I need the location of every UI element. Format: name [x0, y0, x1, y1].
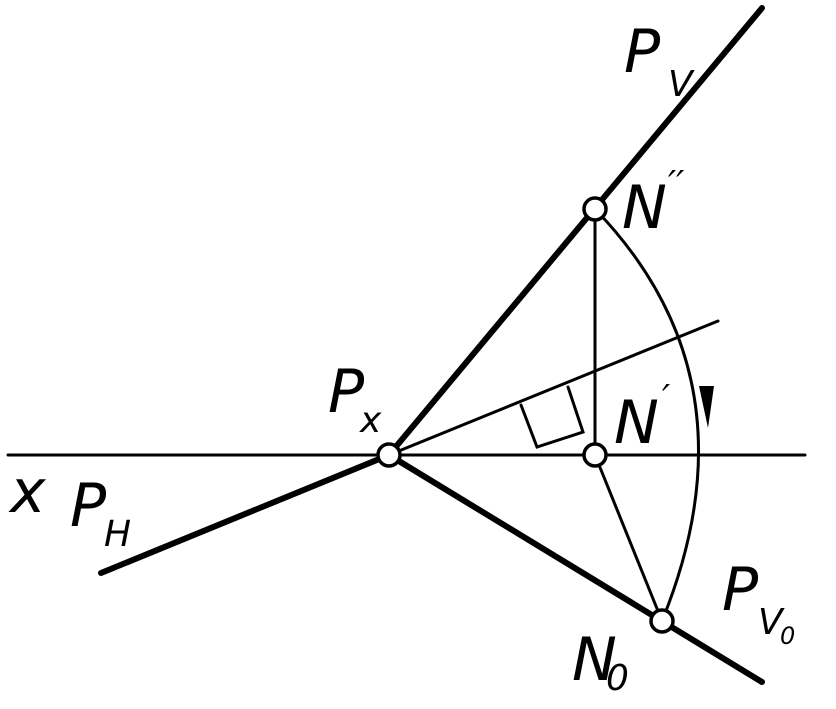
label-ph: P H	[70, 471, 131, 555]
label-ph-main: P	[70, 471, 107, 541]
pv0-trace-line	[386, 452, 765, 685]
right-angle-marker	[519, 385, 585, 449]
label-pv0-subsub: 0	[780, 622, 795, 650]
point-n-double-prime	[582, 196, 608, 222]
rotation-arc	[593, 207, 700, 623]
label-n0: N 0	[572, 625, 629, 699]
label-px: P x	[328, 357, 382, 441]
label-px-sub: x	[359, 400, 382, 441]
point-n-prime	[582, 442, 608, 468]
label-n1-main: N	[614, 388, 659, 458]
label-n0-main: N	[572, 625, 617, 695]
label-pv0-main: P	[722, 555, 759, 625]
label-pv-main: P	[624, 17, 661, 87]
label-x-axis-text: x	[8, 457, 46, 527]
label-n1-prime: ′	[662, 378, 670, 419]
label-n0-sub: 0	[606, 658, 629, 699]
ph-trace-extension	[387, 319, 720, 457]
label-pv: P V	[624, 17, 695, 105]
arc-arrowhead-icon	[699, 386, 714, 428]
ph-trace-line	[98, 452, 392, 576]
label-pv-sub: V	[668, 64, 695, 105]
label-ph-sub: H	[104, 514, 131, 555]
pv-trace-line	[386, 5, 765, 458]
label-n2-prime: ′′	[668, 164, 684, 205]
label-pv0: P V 0	[722, 555, 795, 650]
point-px	[376, 442, 402, 468]
label-x-axis: x	[8, 457, 46, 527]
label-pv0-sub: V	[758, 602, 785, 643]
label-n-double-prime: N ′′	[622, 164, 684, 243]
label-n2-main: N	[622, 173, 667, 243]
label-px-main: P	[328, 357, 365, 427]
label-n-prime: N ′	[614, 378, 670, 458]
point-n0	[649, 608, 675, 634]
projection-line-n1-n0	[593, 453, 664, 623]
